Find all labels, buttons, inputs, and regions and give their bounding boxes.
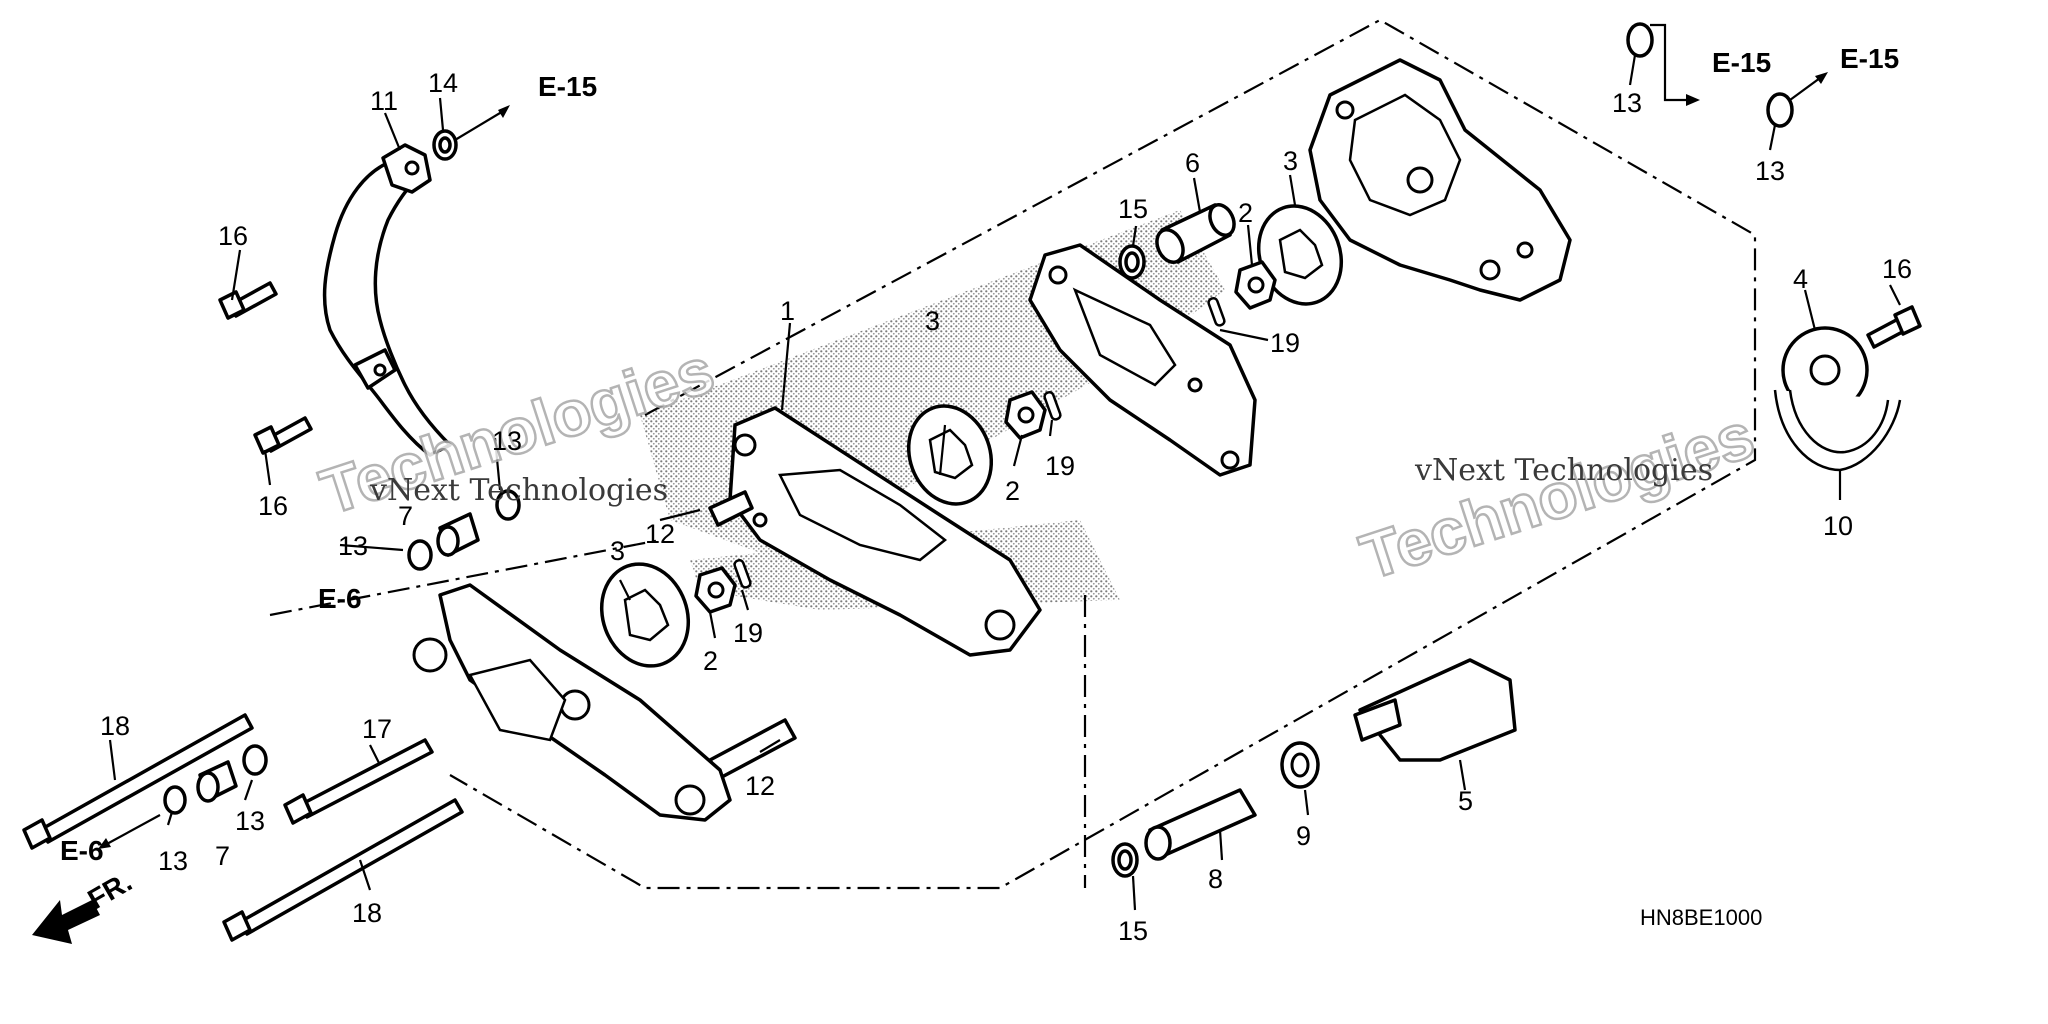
shaft-part-6[interactable]: [1152, 201, 1239, 267]
watermark-big-2: Technologies: [1352, 399, 1762, 593]
callout-2a: 2: [1238, 198, 1253, 228]
inner-rotor-part-2-mid[interactable]: [1004, 390, 1047, 440]
seal-part-9[interactable]: [1280, 741, 1320, 789]
pump-plate[interactable]: [1028, 243, 1257, 477]
washer-part-15[interactable]: [1111, 244, 1146, 878]
watermark-2: vNext Technologies: [1414, 453, 1713, 488]
callout-7a: 7: [398, 501, 413, 531]
callout-8: 8: [1208, 864, 1223, 894]
callout-16b: 16: [258, 491, 288, 521]
callout-16c: 16: [1882, 254, 1912, 284]
outer-rotor-part-3-right[interactable]: [1245, 194, 1354, 315]
callout-2c: 2: [703, 646, 718, 676]
oil-pump-cover-top[interactable]: [1308, 58, 1572, 302]
callouts: 1 2 2 2 3 3 3 4 5 6 7 7 8 9 10 11 12 12 …: [100, 68, 1912, 946]
bolt-part-18[interactable]: [22, 713, 464, 942]
callout-13b: 13: [1755, 156, 1785, 186]
inner-rotor-part-2-left[interactable]: [694, 566, 737, 614]
callout-18b: 18: [352, 898, 382, 928]
callout-14: 14: [428, 68, 458, 98]
assembly-outline: [269, 18, 1757, 890]
pin-part-19[interactable]: [733, 297, 1226, 589]
ref-e15-right: E-15: [1840, 43, 1899, 74]
ref-e15-left: E-15: [538, 71, 597, 102]
pump-housing-lower[interactable]: [412, 583, 732, 822]
leader-lines: [108, 54, 1901, 911]
callout-5: 5: [1458, 786, 1473, 816]
callout-13c: 13: [492, 426, 522, 456]
chain-part-10[interactable]: [1773, 389, 1902, 472]
oil-pipe-part-11[interactable]: [322, 143, 452, 457]
callout-11: 11: [370, 86, 398, 116]
callout-6: 6: [1185, 148, 1200, 178]
callout-12a: 12: [645, 519, 675, 549]
ref-e6-upper: E-6: [318, 583, 362, 614]
pump-body-part-1[interactable]: [728, 406, 1042, 657]
diagram-code: HN8BE1000: [1640, 905, 1762, 930]
pipe-part-8[interactable]: [1144, 788, 1257, 861]
callout-18a: 18: [100, 711, 130, 741]
section-references: E-15 E-15 E-15 E-6 E-6: [60, 43, 1899, 866]
callout-3c: 3: [610, 536, 625, 566]
arrows: [98, 23, 1828, 849]
plug-part-7[interactable]: [196, 512, 480, 803]
inner-rotor-part-2-right[interactable]: [1234, 260, 1277, 310]
front-arrow-icon: FR.: [32, 866, 137, 944]
dowel-part-12[interactable]: [708, 490, 797, 780]
o-ring-part-14[interactable]: [432, 129, 458, 161]
callout-1: 1: [780, 296, 795, 326]
callout-13f: 13: [158, 846, 188, 876]
callout-13d: 13: [338, 531, 368, 561]
callout-15a: 15: [1118, 194, 1148, 224]
callout-17: 17: [362, 714, 392, 744]
callout-3a: 3: [1283, 146, 1298, 176]
callout-19b: 19: [1045, 451, 1075, 481]
callout-19c: 19: [733, 618, 763, 648]
strainer-part-5[interactable]: [1353, 658, 1517, 762]
o-ring-part-13[interactable]: [163, 22, 1794, 815]
callout-13a: 13: [1612, 88, 1642, 118]
watermark-1: vNext Technologies: [369, 473, 668, 508]
bolt-part-16[interactable]: [218, 281, 1922, 455]
callout-12b: 12: [745, 771, 775, 801]
callout-15b: 15: [1118, 916, 1148, 946]
callout-9: 9: [1296, 821, 1311, 851]
callout-13e: 13: [235, 806, 265, 836]
callout-19a: 19: [1270, 328, 1300, 358]
callout-4: 4: [1793, 264, 1808, 294]
callout-7b: 7: [215, 841, 230, 871]
ref-e15-mid: E-15: [1712, 47, 1771, 78]
ref-e6-lower: E-6: [60, 835, 104, 866]
outer-rotor-part-3-left[interactable]: [588, 552, 703, 678]
callout-10: 10: [1823, 511, 1853, 541]
bolt-part-17[interactable]: [283, 738, 434, 825]
callout-3b: 3: [925, 306, 940, 336]
callout-16a: 16: [218, 221, 248, 251]
callout-2b: 2: [1005, 476, 1020, 506]
